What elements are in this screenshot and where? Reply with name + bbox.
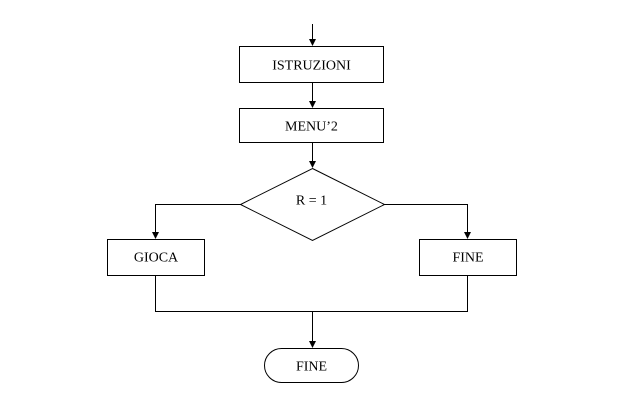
gioca-box bbox=[107, 239, 205, 276]
menu2-box bbox=[239, 108, 384, 143]
decision-right-branch bbox=[384, 204, 471, 239]
merge-connector bbox=[155, 275, 468, 348]
fine-terminal-node: FINE bbox=[264, 348, 359, 383]
fine-right-node: FINE bbox=[419, 239, 517, 276]
menu-to-decision-connector bbox=[309, 142, 316, 168]
menu2-label: MENU’2 bbox=[285, 120, 338, 135]
entry-connector bbox=[309, 24, 316, 46]
menu2-node: MENU’2 bbox=[239, 108, 384, 143]
decision-node: R = 1 bbox=[239, 167, 386, 242]
gioca-label: GIOCA bbox=[134, 251, 179, 266]
fine-terminal-box bbox=[264, 348, 359, 383]
gioca-node: GIOCA bbox=[107, 239, 205, 276]
decision-label: R = 1 bbox=[296, 194, 327, 209]
istruzioni-label: ISTRUZIONI bbox=[272, 59, 351, 74]
fine-right-label: FINE bbox=[452, 251, 483, 266]
decision-diamond bbox=[239, 167, 386, 242]
istruzioni-node: ISTRUZIONI bbox=[239, 46, 384, 83]
istruzioni-to-menu-connector bbox=[309, 82, 316, 108]
decision-left-branch bbox=[152, 204, 241, 239]
fine-terminal-label: FINE bbox=[296, 360, 327, 375]
istruzioni-box bbox=[239, 46, 384, 83]
